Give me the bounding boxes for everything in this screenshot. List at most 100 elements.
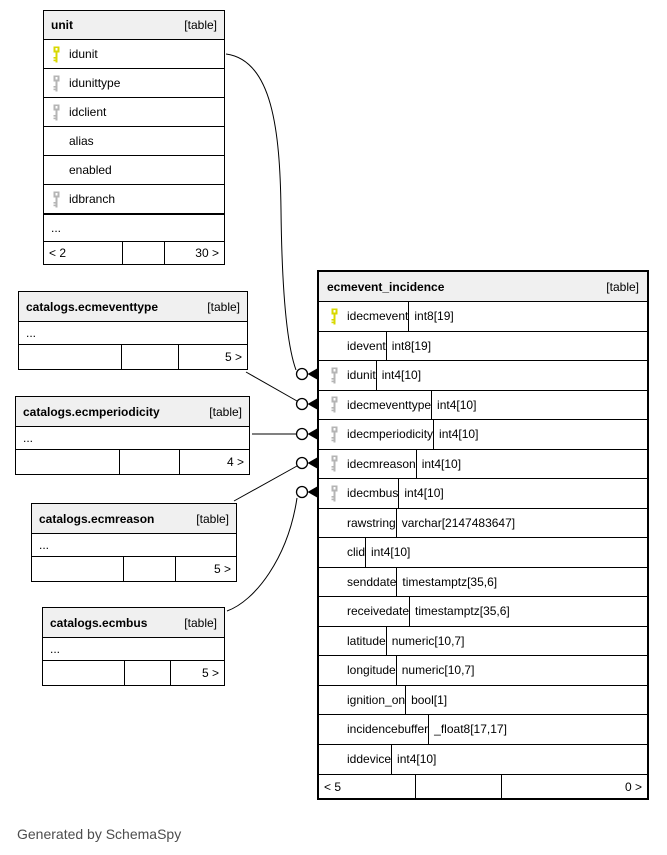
rows-count[interactable]: 4 > (179, 450, 249, 474)
column-row-alias[interactable]: alias (44, 127, 224, 156)
table-catalogs-ecmperiodicity[interactable]: catalogs.ecmperiodicity [table] ... 4 > (15, 396, 250, 475)
column-type: int4[10] (375, 361, 521, 390)
rows-count[interactable]: 5 > (170, 661, 224, 685)
column-type: bool[1] (405, 685, 550, 714)
column-type: int4[10] (431, 390, 576, 419)
edge-ecmbus-idecmbus (226, 497, 298, 612)
rows-count[interactable]: 0 > (501, 775, 647, 798)
table-title: unit (51, 18, 73, 32)
more-columns-ellipsis[interactable]: ... (26, 326, 37, 340)
footer-cell (124, 661, 170, 685)
table-footer: 5 > (32, 556, 236, 581)
table-header[interactable]: ecmevent_incidence [table] (319, 272, 647, 302)
table-unit-footer: < 2 30 > (44, 241, 224, 264)
column-name: iddevice (347, 752, 392, 767)
primary-key-icon (319, 308, 347, 325)
table-title: catalogs.ecmeventtype (26, 299, 159, 314)
column-name: longitude (347, 663, 396, 678)
edge-dot-idecmbus (295, 485, 309, 499)
column-name: idecmeventtype (347, 397, 432, 412)
table-footer: < 5 0 > (319, 774, 647, 798)
column-type: int4[10] (433, 420, 578, 449)
more-columns-ellipsis[interactable]: ... (50, 642, 61, 656)
table-header[interactable]: catalogs.ecmperiodicity [table] (16, 397, 249, 427)
column-row-idbranch[interactable]: idbranch (44, 185, 224, 214)
table-catalogs-ecmreason[interactable]: catalogs.ecmreason [table] ... 5 > (31, 503, 237, 582)
more-columns-ellipsis[interactable]: ... (39, 538, 50, 552)
column-name: idunit (69, 47, 98, 61)
column-name: idecmevent (347, 309, 409, 324)
rows-count[interactable]: 5 > (175, 557, 236, 581)
foreign-key-icon (44, 104, 69, 121)
table-header[interactable]: catalogs.ecmeventtype [table] (19, 292, 247, 322)
table-header[interactable]: catalogs.ecmreason [table] (32, 504, 236, 534)
children-count[interactable]: < 2 (49, 246, 67, 260)
column-row-incidencebuffer[interactable]: incidencebuffer_float8[17,17] (319, 715, 647, 745)
table-catalogs-ecmeventtype[interactable]: catalogs.ecmeventtype [table] ... 5 > (18, 291, 248, 370)
edge-dot-idecmreason (295, 456, 309, 470)
column-type: int8[19] (408, 302, 553, 331)
table-header[interactable]: catalogs.ecmbus [table] (43, 608, 224, 638)
footer-cell (119, 450, 179, 474)
column-name: receivedate (347, 604, 410, 619)
column-name: latitude (347, 633, 386, 648)
rows-count[interactable]: 30 > (164, 242, 224, 264)
column-name: idecmreason (347, 456, 416, 471)
table-title: catalogs.ecmbus (50, 615, 148, 630)
table-unit[interactable]: unit [table] idunit idunittype idclient … (43, 10, 225, 265)
primary-key-icon (44, 46, 69, 63)
column-row-idunittype[interactable]: idunittype (44, 69, 224, 98)
column-name: idclient (69, 105, 107, 119)
column-type: int4[10] (398, 479, 543, 508)
footer-cell (415, 775, 501, 798)
column-type: timestamptz[35,6] (409, 597, 554, 626)
more-columns-ellipsis[interactable]: ... (44, 214, 224, 241)
table-unit-header[interactable]: unit [table] (44, 11, 224, 40)
column-name: clid (347, 545, 366, 560)
table-footer: 4 > (16, 449, 249, 474)
rows-count[interactable]: 5 > (178, 345, 247, 369)
column-type: _float8[17,17] (428, 715, 573, 744)
column-row-idclient[interactable]: idclient (44, 98, 224, 127)
column-type: varchar[2147483647] (395, 508, 541, 537)
foreign-key-icon (319, 426, 347, 443)
edge-dot-idecmperiodicity (295, 427, 309, 441)
edge-dot-idecmeventtype (295, 397, 309, 411)
foreign-key-icon (319, 396, 347, 413)
column-name: enabled (69, 163, 112, 177)
parents-count[interactable]: < 5 (324, 779, 342, 794)
table-footer: 5 > (19, 344, 247, 369)
column-name: rawstring (347, 515, 396, 530)
table-catalogs-ecmbus[interactable]: catalogs.ecmbus [table] ... 5 > (42, 607, 225, 686)
footer-spacer (122, 242, 164, 264)
column-row-idunit[interactable]: idunit (44, 40, 224, 69)
table-footer: 5 > (43, 660, 224, 685)
table-title: catalogs.ecmperiodicity (23, 404, 160, 419)
foreign-key-icon (319, 455, 347, 472)
foreign-key-icon (44, 191, 69, 208)
table-tag: [table] (184, 18, 217, 32)
column-type: timestamptz[35,6] (396, 567, 541, 596)
footer-cell (32, 557, 123, 581)
more-columns-ellipsis[interactable]: ... (23, 431, 34, 445)
column-row-enabled[interactable]: enabled (44, 156, 224, 185)
column-name: alias (69, 134, 94, 148)
column-name: idecmperiodicity (347, 427, 434, 442)
column-type: int4[10] (415, 449, 561, 478)
